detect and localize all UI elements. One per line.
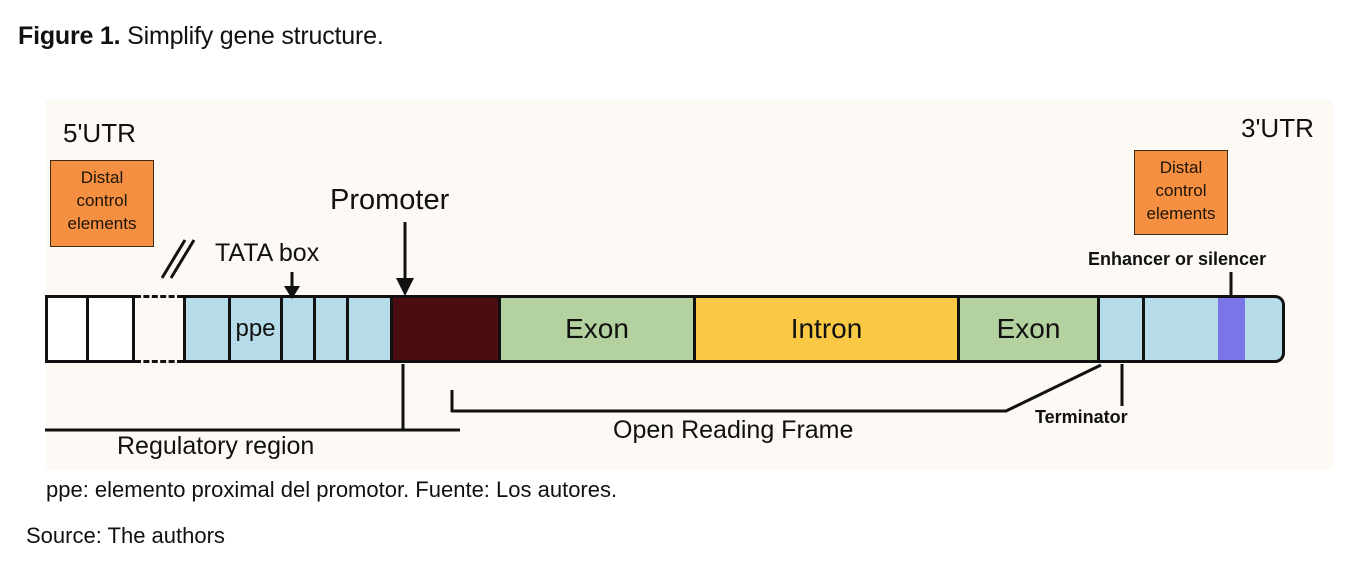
figure-title: Simplify gene structure. bbox=[127, 22, 384, 50]
distal-control-elements-box-right: Distal control elements bbox=[1134, 150, 1228, 235]
segment-intron-label: Intron bbox=[790, 313, 863, 344]
distal-line-2: control bbox=[1155, 181, 1207, 200]
label-open-reading-frame: Open Reading Frame bbox=[613, 416, 854, 444]
gene-bar: ppe Exon Intron Exon bbox=[45, 295, 1285, 363]
segment-ppe: ppe bbox=[231, 295, 283, 363]
figure-caption: Figure 1. Simplify gene structure. bbox=[18, 22, 384, 51]
label-regulatory-region: Regulatory region bbox=[117, 432, 315, 460]
distal-line-3: elements bbox=[67, 214, 137, 233]
segment-blue-7 bbox=[1245, 295, 1285, 363]
distal-line-1: Distal bbox=[80, 168, 124, 187]
segment-blue-2 bbox=[283, 295, 316, 363]
segment-open-left-b bbox=[89, 295, 135, 363]
distal-line-3: elements bbox=[1146, 204, 1216, 223]
segment-blue-1 bbox=[183, 295, 231, 363]
segment-exon-2: Exon bbox=[960, 295, 1100, 363]
break-slash-icon-2 bbox=[169, 239, 196, 279]
segment-blue-6 bbox=[1145, 295, 1218, 363]
label-terminator: Terminator bbox=[1035, 407, 1128, 427]
break-dashes-icon bbox=[135, 295, 183, 363]
segment-exon-1-label: Exon bbox=[565, 313, 629, 344]
gene-structure-diagram: 5'UTR 3'UTR Distal control elements Dist… bbox=[45, 100, 1333, 470]
label-5utr: 5'UTR bbox=[63, 118, 136, 148]
segment-intron: Intron bbox=[696, 295, 960, 363]
segment-blue-5 bbox=[1100, 295, 1145, 363]
distal-line-1: Distal bbox=[1159, 158, 1203, 177]
distal-control-elements-box-left: Distal control elements bbox=[50, 160, 154, 247]
label-enhancer-or-silencer: Enhancer or silencer bbox=[1088, 249, 1267, 269]
note-ppe: ppe: elemento proximal del promotor. Fue… bbox=[46, 477, 618, 502]
label-3utr: 3'UTR bbox=[1241, 113, 1314, 143]
distal-line-2: control bbox=[76, 191, 128, 210]
break-slash-icon-1 bbox=[160, 239, 187, 279]
label-promoter: Promoter bbox=[330, 184, 450, 216]
segment-enhancer-silencer bbox=[1218, 295, 1245, 363]
figure-label: Figure 1. bbox=[18, 22, 121, 50]
segment-promoter-core bbox=[393, 295, 498, 363]
segment-exon-2-label: Exon bbox=[996, 313, 1061, 344]
orf-bracket-slant bbox=[1005, 363, 1102, 413]
segment-exon-1: Exon bbox=[498, 295, 696, 363]
segment-blue-3 bbox=[316, 295, 349, 363]
segment-open-left-a bbox=[45, 295, 89, 363]
label-tata-box: TATA box bbox=[215, 239, 320, 267]
segment-ppe-label: ppe bbox=[235, 315, 276, 342]
promoter-arrow-head-icon bbox=[396, 278, 414, 296]
segment-blue-4 bbox=[349, 295, 393, 363]
note-source: Source: The authors bbox=[26, 523, 225, 548]
